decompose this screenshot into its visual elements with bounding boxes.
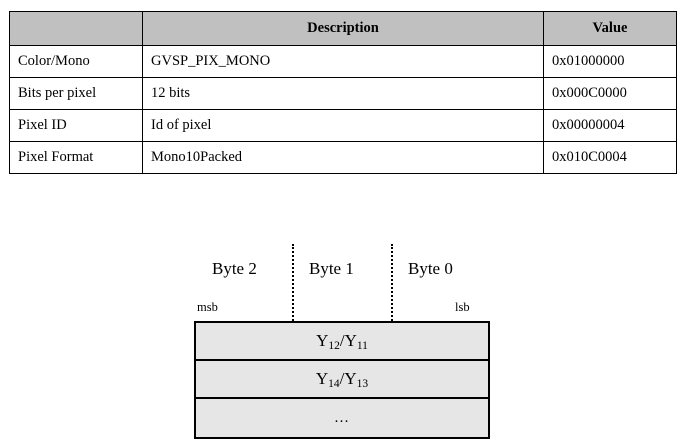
y-subscript-a1: 12	[328, 340, 340, 352]
packed-pixel-box: Y12/Y11 Y14/Y13 …	[194, 321, 490, 439]
byte-separator-dotted-line-b	[391, 244, 393, 321]
row-value-bits-per-pixel: 0x000C0000	[543, 77, 677, 110]
slash-b1: /	[339, 369, 345, 388]
msb-label: msb	[197, 300, 218, 314]
slash-a1: /	[339, 331, 345, 350]
row-value-color-mono: 0x01000000	[543, 45, 677, 78]
row-value-pixel-id: 0x00000004	[543, 109, 677, 142]
row-description-pixel-format: Mono10Packed	[142, 141, 544, 174]
lsb-label: lsb	[455, 300, 470, 314]
table-row: Pixel Format Mono10Packed 0x010C0004	[9, 141, 677, 174]
table-row: Pixel ID Id of pixel 0x00000004	[9, 109, 677, 142]
packed-pixel-row-2: Y14/Y13	[196, 361, 488, 399]
pixel-pair-1: Y12/Y11	[316, 331, 368, 352]
table-header-empty	[9, 11, 143, 46]
row-description-bits-per-pixel: 12 bits	[142, 77, 544, 110]
y-letter-a1: Y	[316, 331, 329, 350]
row-label-pixel-format: Pixel Format	[9, 141, 143, 174]
byte-separator-dotted-line-a	[292, 244, 294, 321]
row-value-pixel-format: 0x010C0004	[543, 141, 677, 174]
row-label-bits-per-pixel: Bits per pixel	[9, 77, 143, 110]
table-header-value: Value	[543, 11, 677, 46]
row-description-pixel-id: Id of pixel	[142, 109, 544, 142]
row-label-color-mono: Color/Mono	[9, 45, 143, 78]
y-subscript-b1: 14	[328, 378, 340, 390]
pixel-format-table: Description Value Color/Mono GVSP_PIX_MO…	[9, 11, 677, 174]
byte-label-2: Byte 2	[212, 259, 257, 278]
byte-label-1: Byte 1	[309, 259, 354, 278]
y-letter-a2: Y	[344, 331, 357, 350]
y-subscript-a2: 11	[356, 340, 368, 352]
byte-label-0: Byte 0	[408, 259, 453, 278]
y-letter-b2: Y	[344, 369, 357, 388]
packed-pixel-row-ellipsis: …	[334, 409, 350, 426]
row-description-color-mono: GVSP_PIX_MONO	[142, 45, 544, 78]
row-label-pixel-id: Pixel ID	[9, 109, 143, 142]
table-header-row: Description Value	[9, 11, 677, 46]
packed-pixel-row-1: Y12/Y11	[196, 323, 488, 361]
y-subscript-b2: 13	[356, 378, 369, 390]
pixel-pair-2: Y14/Y13	[315, 369, 369, 390]
table-row: Bits per pixel 12 bits 0x000C0000	[9, 77, 677, 110]
table-row: Color/Mono GVSP_PIX_MONO 0x01000000	[9, 45, 677, 78]
y-letter-b1: Y	[315, 369, 329, 388]
table-header-description: Description	[142, 11, 544, 46]
